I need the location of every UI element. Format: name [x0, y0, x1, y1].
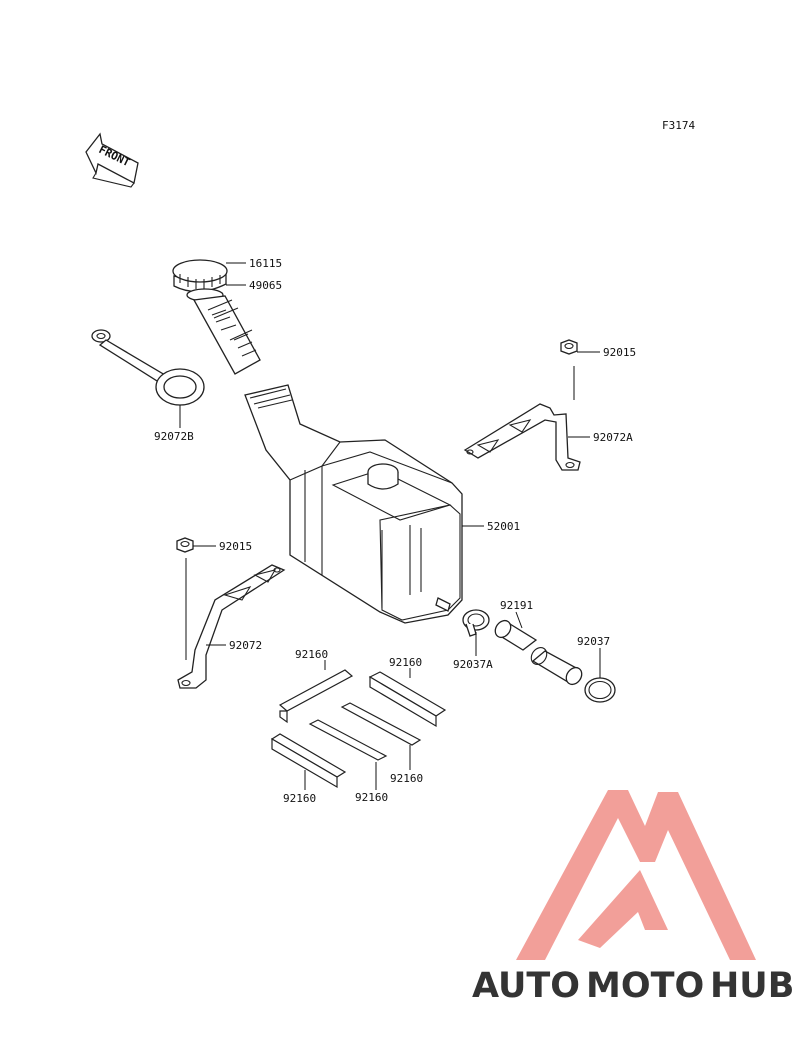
watermark-brand-hub: HUB	[710, 966, 794, 1006]
bracket-left-icon	[177, 564, 286, 689]
callout-92160-5: 92160	[283, 792, 316, 805]
ring-clip-icon	[584, 677, 616, 703]
callout-92015-top: 92015	[603, 346, 636, 359]
leader-lines	[179, 262, 601, 790]
callout-92160-3: 92160	[390, 772, 423, 785]
callout-92037A: 92037A	[453, 658, 493, 671]
callout-92191: 92191	[500, 599, 533, 612]
automotohub-watermark: AUTO MOTO HUB	[472, 790, 794, 1006]
callout-92015-left: 92015	[219, 540, 252, 553]
callout-labels: 16115 49065 92072B 92015 92072A 52001 92…	[154, 257, 636, 805]
callout-92160-2: 92160	[389, 656, 422, 669]
front-direction-arrow: FRONT	[85, 132, 139, 188]
callout-49065: 49065	[249, 279, 282, 292]
nut-left-icon	[176, 537, 194, 553]
hose-icon	[494, 619, 583, 686]
strainer-icon	[186, 288, 261, 375]
callout-92072: 92072	[229, 639, 262, 652]
callout-92037: 92037	[577, 635, 610, 648]
fuel-cap-icon	[172, 259, 228, 293]
fuel-tank-icon	[244, 384, 463, 624]
watermark-logo-shape	[516, 790, 756, 960]
watermark-logo-inner	[578, 870, 668, 948]
callout-92160-1: 92160	[295, 648, 328, 661]
callout-92072A: 92072A	[593, 431, 633, 444]
bracket-right-icon	[463, 403, 581, 471]
watermark-brand-auto: AUTO	[472, 966, 580, 1006]
callout-52001: 52001	[487, 520, 520, 533]
cap-strap-icon	[91, 329, 205, 406]
clamp-icon	[462, 609, 490, 637]
callout-92072B: 92072B	[154, 430, 194, 443]
figure-code: F3174	[662, 119, 695, 132]
callout-92160-4: 92160	[355, 791, 388, 804]
callout-16115: 16115	[249, 257, 282, 270]
watermark-brand-moto: MOTO	[586, 966, 704, 1006]
nut-top-icon	[560, 339, 578, 355]
pad-strips-icon	[270, 669, 447, 789]
